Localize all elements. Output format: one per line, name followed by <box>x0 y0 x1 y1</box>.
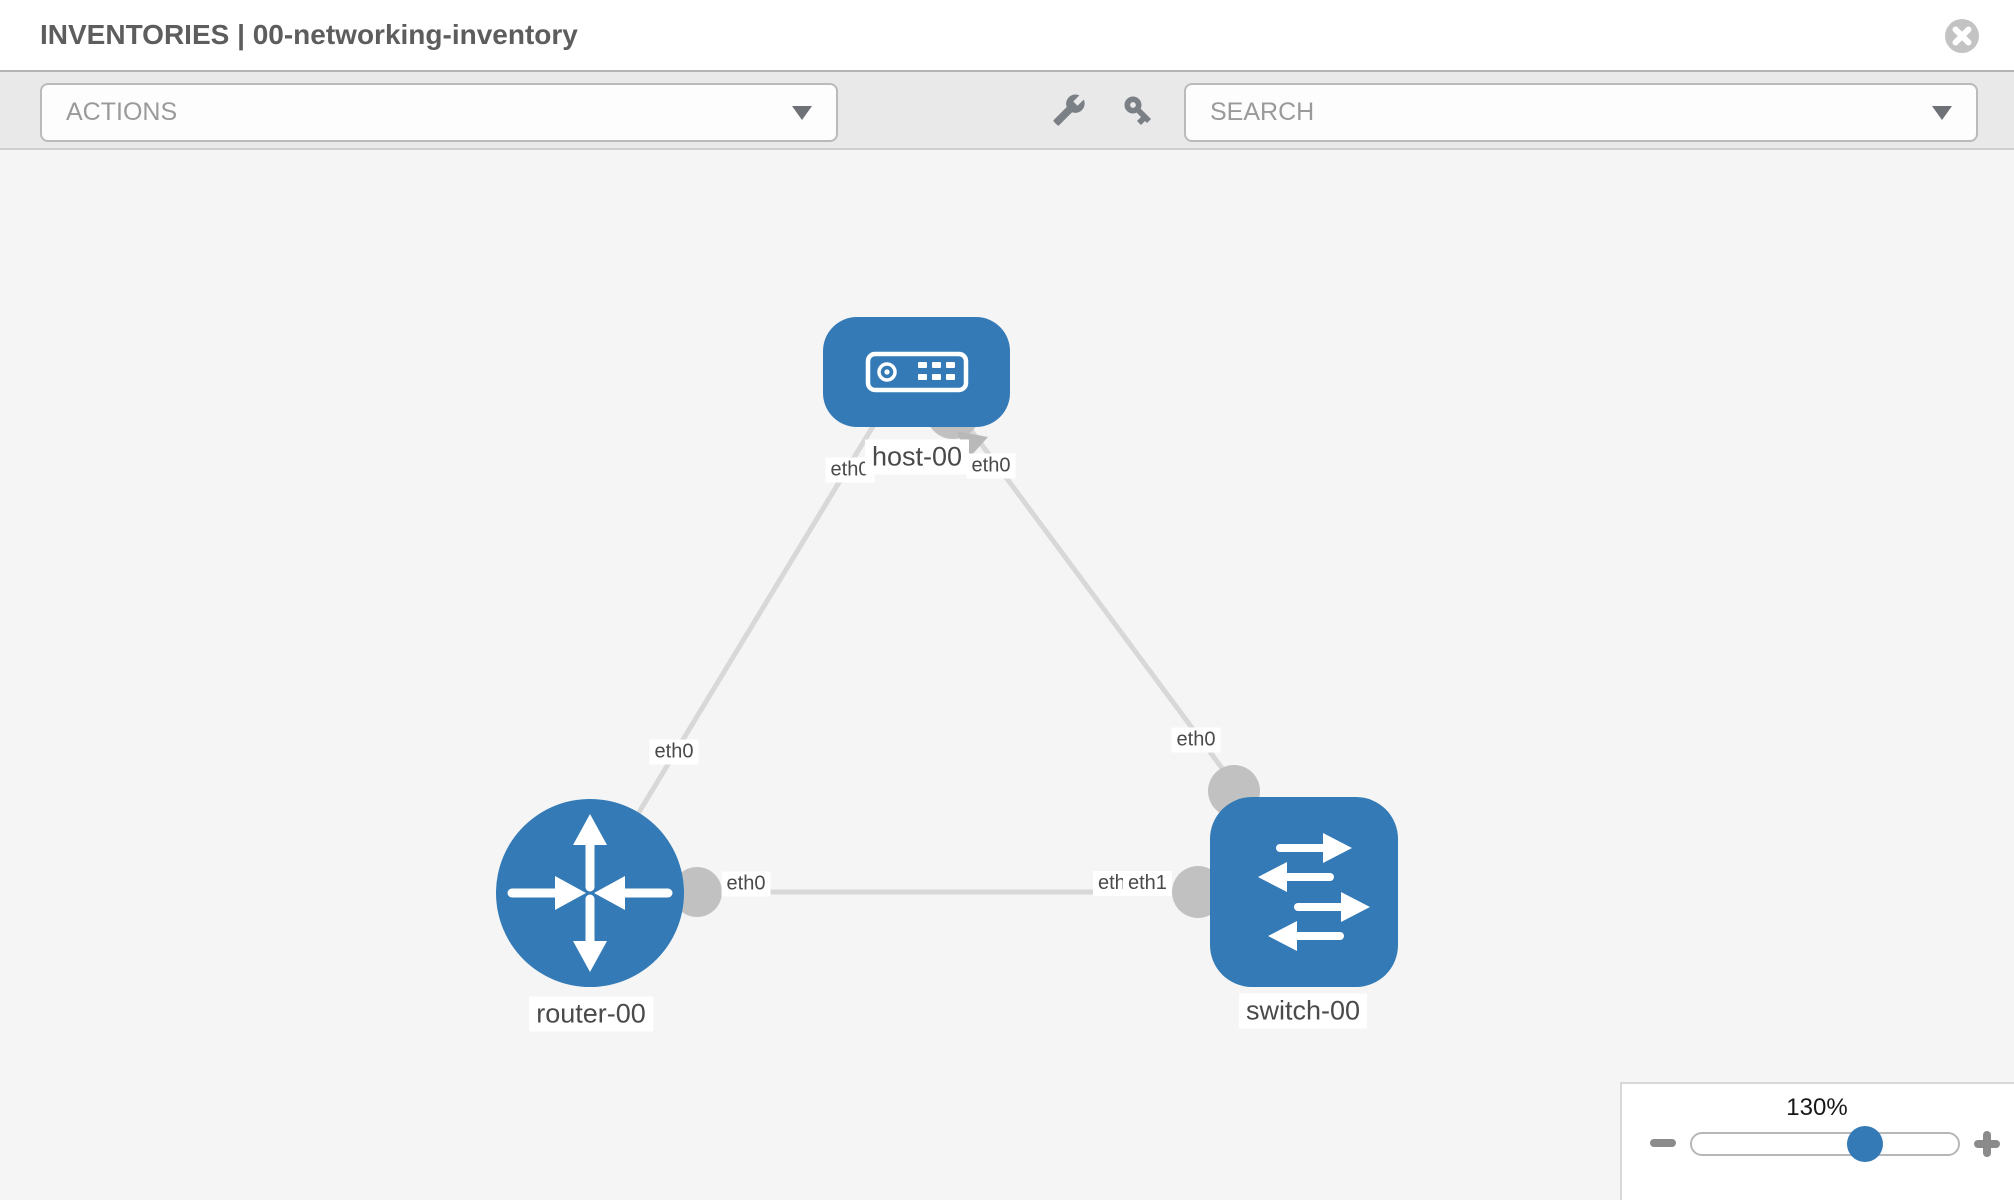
node-label-host: host-00 <box>864 439 970 475</box>
node-label-switch: switch-00 <box>1238 993 1368 1029</box>
interface-label: eth0 <box>1171 727 1221 753</box>
page-title: INVENTORIES | 00-networking-inventory <box>40 19 578 50</box>
zoom-level-value: 130% <box>1786 1094 1848 1121</box>
search-dropdown[interactable]: SEARCH <box>1184 83 1978 142</box>
router-arrows-icon <box>507 814 673 972</box>
header: INVENTORIES | 00-networking-inventory <box>0 0 2014 70</box>
actions-dropdown[interactable]: ACTIONS <box>40 83 838 142</box>
key-icon[interactable] <box>1121 93 1155 127</box>
interface-label: eth0 <box>649 739 699 765</box>
close-button[interactable] <box>1944 18 1980 54</box>
interface-label: eth0 <box>966 453 1016 479</box>
node-router[interactable] <box>496 799 684 987</box>
switch-arrows-icon <box>1258 833 1370 951</box>
zoom-out-button[interactable] <box>1650 1139 1676 1147</box>
zoom-slider-track[interactable] <box>1690 1126 1960 1162</box>
search-dropdown-label: SEARCH <box>1210 98 1315 126</box>
link-arrowhead-icon <box>956 431 988 458</box>
interface-label: eth0 <box>721 871 771 897</box>
toolbar-tools <box>1052 72 1155 148</box>
node-host[interactable] <box>823 317 1010 427</box>
interface-connector[interactable] <box>672 867 722 917</box>
chevron-down-icon <box>1932 105 1952 120</box>
chevron-down-icon <box>792 105 812 120</box>
wrench-icon[interactable] <box>1052 93 1086 127</box>
interface-label: eth1 <box>1123 871 1172 896</box>
zoom-in-button[interactable] <box>1974 1131 2000 1157</box>
plus-icon <box>1983 1131 1991 1157</box>
actions-dropdown-label: ACTIONS <box>66 98 178 126</box>
server-icon <box>865 351 969 393</box>
close-icon <box>1945 19 1979 53</box>
zoom-control-panel: 130% <box>1620 1082 2014 1200</box>
interface-label: eth0 <box>1093 871 1128 896</box>
node-switch[interactable] <box>1210 797 1398 987</box>
toolbar: ACTIONS SEARCH <box>0 70 2014 150</box>
topology-canvas[interactable]: eth0 eth0 eth0 eth0 eth0 eth0 eth1 host-… <box>0 150 2014 1200</box>
node-label-router: router-00 <box>529 996 653 1032</box>
zoom-slider-handle[interactable] <box>1846 1126 1883 1162</box>
